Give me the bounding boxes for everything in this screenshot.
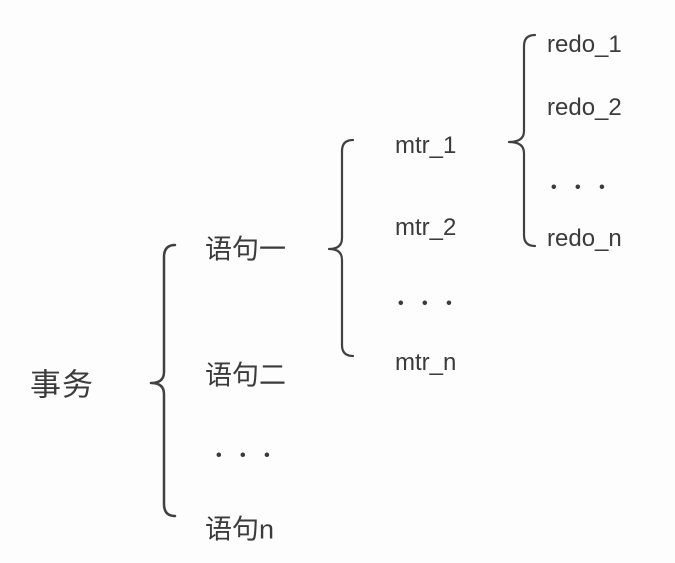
- statement-label-1: 语句一: [205, 234, 286, 265]
- redo-brace: [507, 33, 537, 248]
- redo-label-2: redo_2: [547, 94, 622, 121]
- statement-label-2: 语句二: [205, 360, 286, 391]
- redo-label-1: redo_1: [547, 31, 622, 58]
- mtr-brace: [327, 138, 355, 358]
- mtr-ellipsis: • • •: [398, 295, 459, 312]
- statement-label-n: 语句n: [205, 514, 275, 545]
- mtr-label-2: mtr_2: [395, 214, 457, 241]
- root-label: 事务: [30, 367, 94, 403]
- redo-ellipsis: • • •: [551, 179, 612, 196]
- statements-brace: [149, 243, 177, 518]
- statements-ellipsis: • • •: [216, 447, 277, 464]
- redo-label-n: redo_n: [547, 225, 622, 252]
- mtr-label-n: mtr_n: [395, 349, 457, 376]
- mtr-label-1: mtr_1: [395, 132, 457, 159]
